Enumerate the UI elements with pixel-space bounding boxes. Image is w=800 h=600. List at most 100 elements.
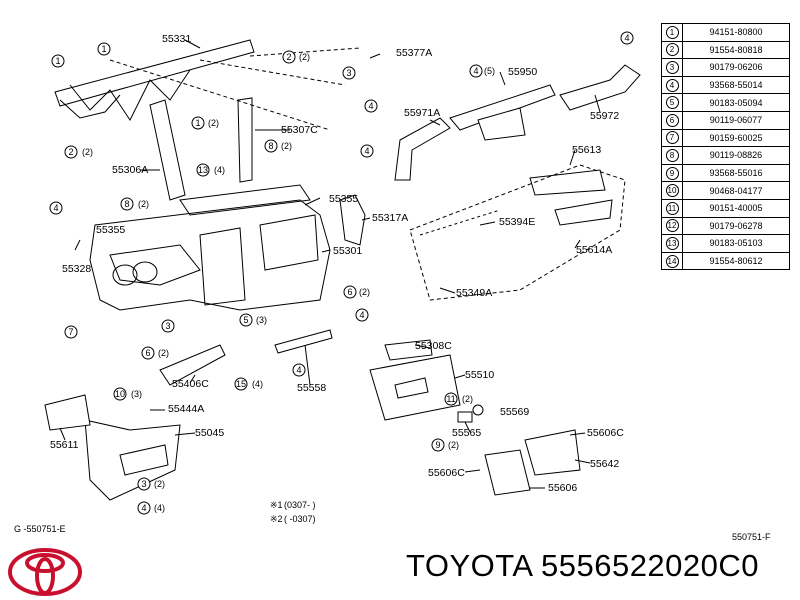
svg-text:(2): (2) xyxy=(462,394,473,404)
label-55306A: 55306A xyxy=(112,164,148,176)
figure-code-right: 550751-F xyxy=(732,532,771,542)
side-cover xyxy=(339,194,366,246)
svg-text:4: 4 xyxy=(624,33,629,43)
brand-part-number: TOYOTA 5556522020C0 xyxy=(406,548,760,583)
part-number: 94151-80800 xyxy=(682,23,790,42)
svg-text:(2): (2) xyxy=(299,52,310,62)
svg-text:8: 8 xyxy=(124,199,129,209)
svg-text:(3): (3) xyxy=(256,315,267,325)
svg-text:(2): (2) xyxy=(82,147,93,157)
note-2-mark: ※2 xyxy=(270,514,283,524)
part-number: 90159-60025 xyxy=(682,128,790,148)
svg-text:4: 4 xyxy=(53,203,58,213)
part-number: 90183-05103 xyxy=(682,234,790,253)
label-55565: 55565 xyxy=(452,427,481,439)
label-55444A: 55444A xyxy=(168,403,204,415)
bracket-55406C xyxy=(159,344,226,386)
brace-55306A xyxy=(149,99,186,201)
part-number: 90468-04177 xyxy=(682,181,790,200)
svg-text:(2): (2) xyxy=(281,141,292,151)
label-55331: 55331 xyxy=(162,33,191,45)
row-number: 7 xyxy=(665,131,679,145)
part-number: 90119-06077 xyxy=(682,110,790,130)
label-55328: 55328 xyxy=(62,263,91,275)
defroster-duct xyxy=(394,117,451,181)
svg-text:4: 4 xyxy=(359,310,364,320)
glove-box xyxy=(369,354,461,421)
label-55972: 55972 xyxy=(590,110,619,122)
label-55510: 55510 xyxy=(465,369,494,381)
row-number: 5 xyxy=(665,96,679,110)
svg-text:4: 4 xyxy=(364,146,369,156)
svg-text:9: 9 xyxy=(435,440,440,450)
svg-text:3: 3 xyxy=(346,68,351,78)
label-55614A: 55614A xyxy=(576,244,612,256)
svg-text:3: 3 xyxy=(165,321,170,331)
part-number: 93568-55014 xyxy=(682,75,790,95)
row-number: 12 xyxy=(665,219,679,233)
part-number: 93568-55016 xyxy=(682,163,790,183)
svg-text:(3): (3) xyxy=(131,389,142,399)
glove-hinge xyxy=(384,339,433,361)
note-1-mark: ※1 xyxy=(270,500,283,510)
part-number: 90179-06278 xyxy=(682,216,790,236)
svg-text:4: 4 xyxy=(141,503,146,513)
label-55606C-left: 55606C xyxy=(428,467,465,479)
svg-text:(5): (5) xyxy=(484,66,495,76)
label-55307C: 55307C xyxy=(281,124,318,136)
row-number: 1 xyxy=(665,25,679,39)
svg-text:1: 1 xyxy=(101,44,106,54)
label-55950: 55950 xyxy=(508,66,537,78)
clip-55565 xyxy=(457,411,473,423)
svg-text:(4): (4) xyxy=(252,379,263,389)
part-number: 90151-40005 xyxy=(682,198,790,218)
label-55355-top: 55355 xyxy=(329,193,358,205)
part-number: 90183-05094 xyxy=(682,93,790,112)
label-55394E: 55394E xyxy=(499,216,535,228)
reinforcement-beam xyxy=(54,39,255,107)
svg-text:(2): (2) xyxy=(154,479,165,489)
svg-text:(2): (2) xyxy=(359,287,370,297)
svg-text:6: 6 xyxy=(347,287,352,297)
label-55558: 55558 xyxy=(297,382,326,394)
svg-text:1: 1 xyxy=(55,56,60,66)
svg-text:15: 15 xyxy=(236,379,246,389)
side-duct xyxy=(559,64,641,111)
label-55971A: 55971A xyxy=(404,107,440,119)
callout-1 xyxy=(51,54,65,68)
row-number: 4 xyxy=(665,78,679,92)
label-55308C: 55308C xyxy=(415,340,452,352)
label-55569: 55569 xyxy=(500,406,529,418)
label-55611: 55611 xyxy=(50,439,79,451)
kick-panel-55642 xyxy=(524,429,581,476)
row-number: 6 xyxy=(665,113,679,127)
svg-text:(2): (2) xyxy=(138,199,149,209)
row-number: 2 xyxy=(665,43,679,57)
svg-text:(4): (4) xyxy=(214,165,225,175)
svg-text:4: 4 xyxy=(296,365,301,375)
svg-text:6: 6 xyxy=(145,348,150,358)
part-number: 91554-80612 xyxy=(682,251,790,271)
label-55606C-right: 55606C xyxy=(587,427,624,439)
label-55355-left: 55355 xyxy=(96,224,125,236)
lower-cover xyxy=(44,394,91,431)
svg-text:13: 13 xyxy=(198,165,208,175)
kick-panel-55606 xyxy=(484,449,531,496)
figure-code-left: G -550751-E xyxy=(14,524,66,534)
svg-text:(4): (4) xyxy=(154,503,165,513)
note-2-text: ( -0307) xyxy=(284,514,316,524)
svg-text:4: 4 xyxy=(368,101,373,111)
label-55349A: 55349A xyxy=(456,287,492,299)
